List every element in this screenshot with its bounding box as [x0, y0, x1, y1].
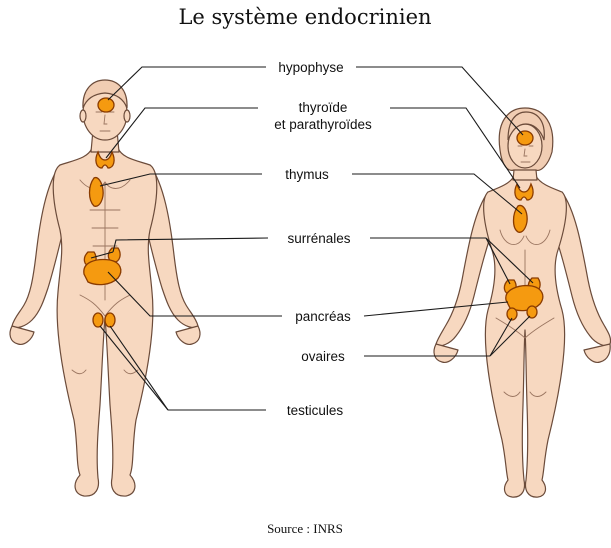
leader-thyroide-male — [105, 107, 258, 159]
leader-thymus-female — [352, 173, 523, 215]
leader-thymus-male — [99, 173, 262, 187]
leader-surrenales-female-a — [485, 237, 511, 285]
male-pancreas-gland — [83, 258, 122, 286]
male-thymus-gland — [88, 176, 104, 207]
leader-surrenales-male — [112, 237, 269, 253]
leader-surrenales-female-b — [485, 237, 534, 284]
male-hypophyse-gland — [97, 97, 115, 113]
leader-lines — [90, 66, 534, 411]
male-glands — [83, 97, 122, 328]
diagram-title: Le système endocrinien — [178, 5, 431, 29]
female-thymus-gland — [512, 204, 528, 233]
label-surrenales: surrénales — [287, 231, 350, 246]
label-hypophyse: hypophyse — [278, 60, 343, 75]
leader-testicules-b — [109, 325, 169, 411]
leader-testicules-a — [99, 325, 169, 411]
leader-hypophyse-female — [356, 66, 524, 136]
leader-ovaires-a — [489, 317, 513, 357]
male-left-testicle — [92, 312, 104, 328]
female-right-ovary — [526, 305, 538, 319]
label-thymus: thymus — [285, 167, 329, 182]
labels: hypophyse thyroïde et parathyroïdes thym… — [274, 60, 372, 418]
leader-hypophyse-male — [107, 66, 266, 101]
male-thyroid-gland — [95, 150, 115, 169]
female-thyroid-gland — [514, 182, 534, 201]
label-thyroide: thyroïde — [299, 100, 348, 115]
female-glands — [503, 130, 544, 321]
male-figure — [9, 79, 201, 497]
female-left-ovary — [506, 307, 518, 321]
label-testicules: testicules — [287, 403, 344, 418]
leader-surrenales-male-2 — [90, 251, 114, 259]
leader-pancreas-female — [363, 301, 509, 317]
source-credit: Source : INRS — [267, 521, 343, 536]
label-ovaires: ovaires — [301, 349, 345, 364]
leader-ovaires-b — [489, 315, 531, 357]
female-pancreas-gland — [505, 284, 544, 312]
male-right-testicle — [104, 312, 116, 328]
female-hypophyse-gland — [516, 130, 534, 146]
label-pancreas: pancréas — [295, 309, 351, 324]
leader-thyroide-female — [390, 107, 521, 189]
leader-pancreas-male — [107, 271, 282, 317]
label-parathyroides: et parathyroïdes — [274, 117, 372, 132]
